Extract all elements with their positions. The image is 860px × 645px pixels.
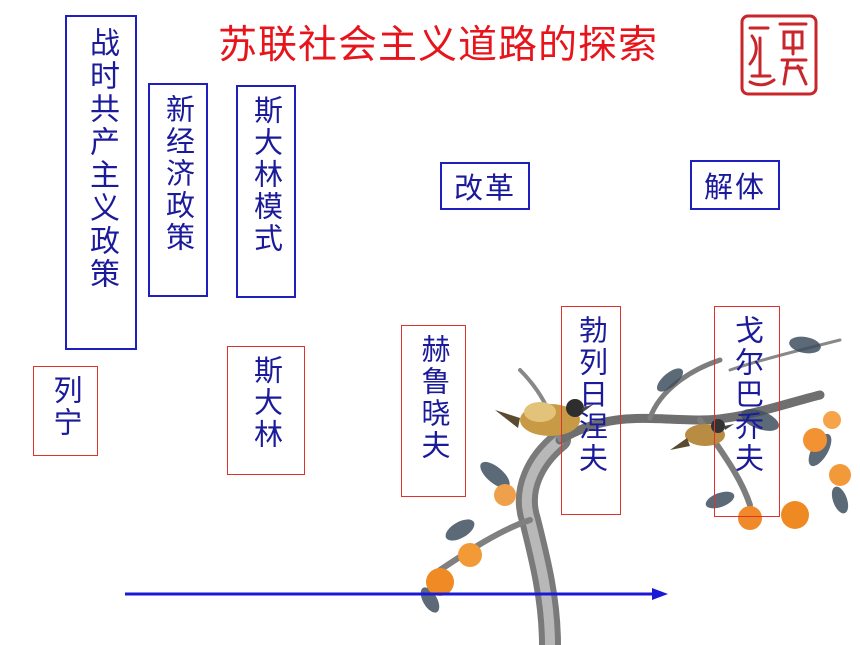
leader-box-brezhnev: 勃列日涅夫 [561,306,621,515]
stage-box-reform: 改革 [440,162,530,210]
leader-label-gorbachev: 戈尔巴乔夫 [730,315,765,475]
policy-box-nep: 新经济政策 [148,83,208,297]
leaves-icon [420,336,849,613]
policy-box-war-communism: 战时共产主义政策 [65,15,137,350]
bird-icon [495,399,594,436]
policy-box-stalin-model: 斯大林模式 [236,85,296,298]
leader-box-gorbachev: 戈尔巴乔夫 [714,306,780,517]
seal-stamp-icon [740,14,818,96]
persimmons-icon [426,411,851,596]
leader-label-brezhnev: 勃列日涅夫 [574,315,609,475]
leader-label-stalin: 斯大林 [249,355,284,451]
timeline-arrow [125,588,668,600]
leader-box-lenin: 列宁 [33,366,98,456]
stage-box-dissolution: 解体 [690,160,780,210]
stage-label-reform: 改革 [453,171,516,205]
leader-label-lenin: 列宁 [49,375,83,439]
leader-box-stalin: 斯大林 [227,346,305,475]
stage-label-dissolution: 解体 [703,170,766,204]
policy-label-nep: 新经济政策 [161,94,196,254]
leader-label-khrushchev: 赫鲁晓夫 [417,334,451,462]
persimmon-branch-painting [420,336,851,645]
leader-box-khrushchev: 赫鲁晓夫 [401,325,466,497]
policy-label-war-communism: 战时共产主义政策 [84,27,119,291]
page-title: 苏联社会主义道路的探索 [218,23,659,68]
policy-label-stalin-model: 斯大林模式 [249,95,284,255]
